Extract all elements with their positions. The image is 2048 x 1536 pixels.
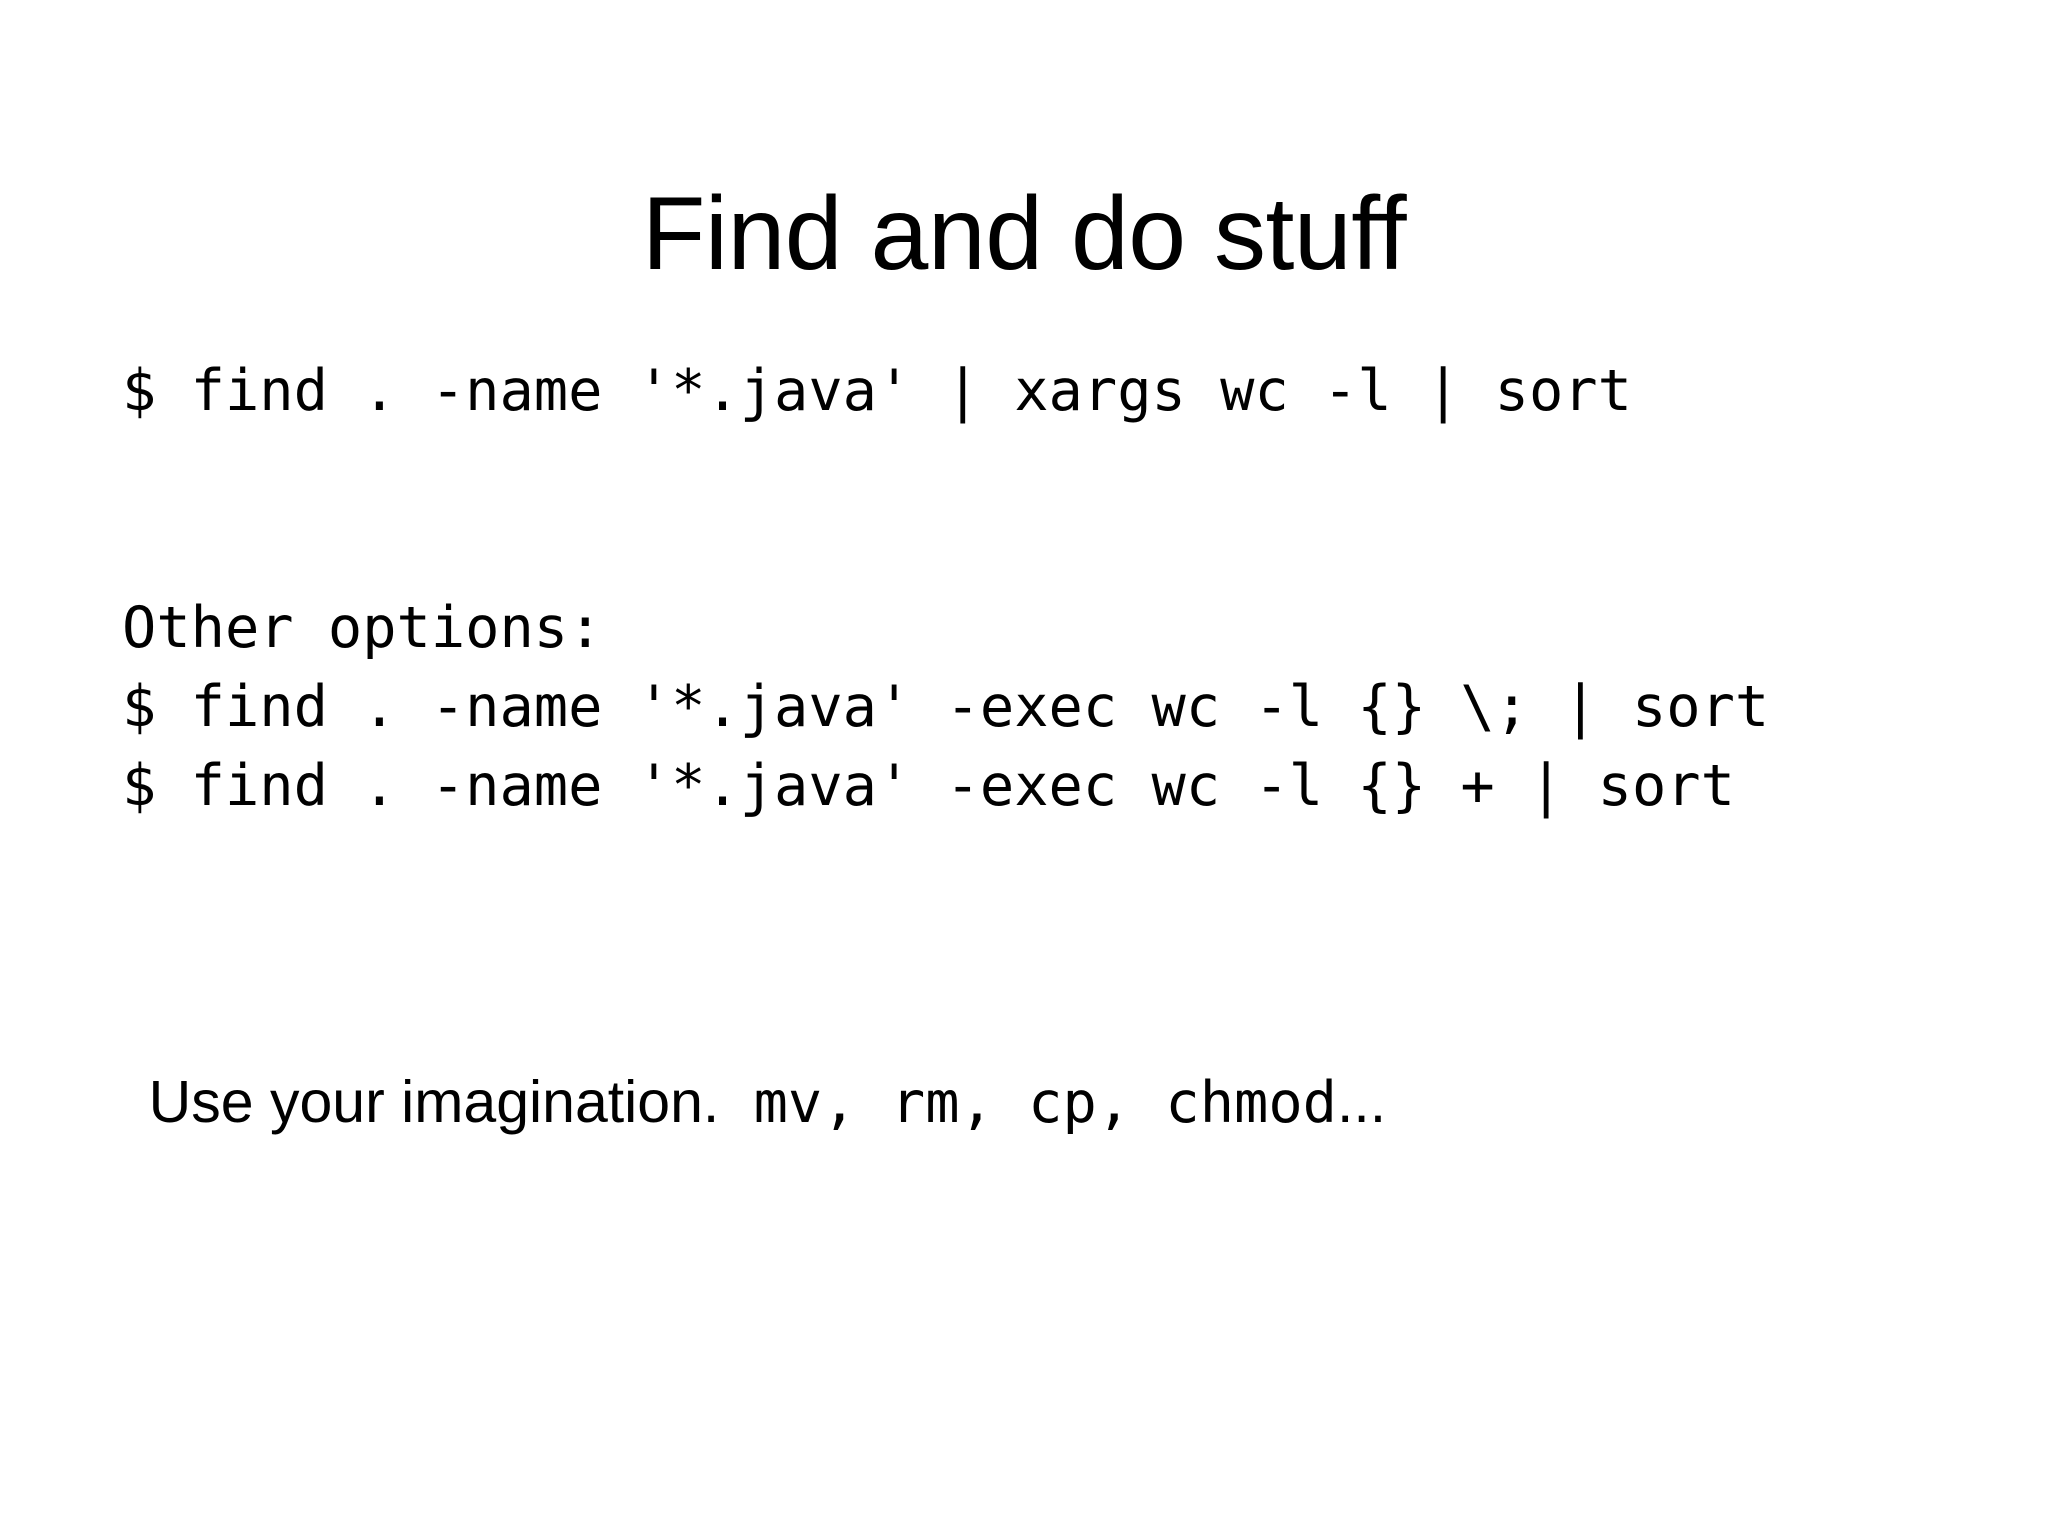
- body-spacer-top: [122, 431, 1992, 589]
- other-options-heading: Other options:: [122, 595, 603, 661]
- closing-ellipsis: ...: [1337, 1069, 1387, 1135]
- closing-command-list: mv, rm, cp, chmod: [719, 1070, 1338, 1136]
- closing-sentence: Use your imagination.: [148, 1069, 720, 1135]
- alternative-command-line-1: $ find . -name '*.java' -exec wc -l {} \…: [122, 674, 1770, 740]
- page-title: Find and do stuff: [641, 175, 1407, 292]
- slide-body: $ find . -name '*.java' | xargs wc -l | …: [122, 352, 1992, 1136]
- primary-command-line: $ find . -name '*.java' | xargs wc -l | …: [122, 358, 1632, 424]
- alternative-command-line-2: $ find . -name '*.java' -exec wc -l {} +…: [122, 753, 1735, 819]
- closing-line: Use your imagination. mv, rm, cp, chmod.…: [122, 984, 1992, 1136]
- body-spacer-bottom: [122, 826, 1992, 984]
